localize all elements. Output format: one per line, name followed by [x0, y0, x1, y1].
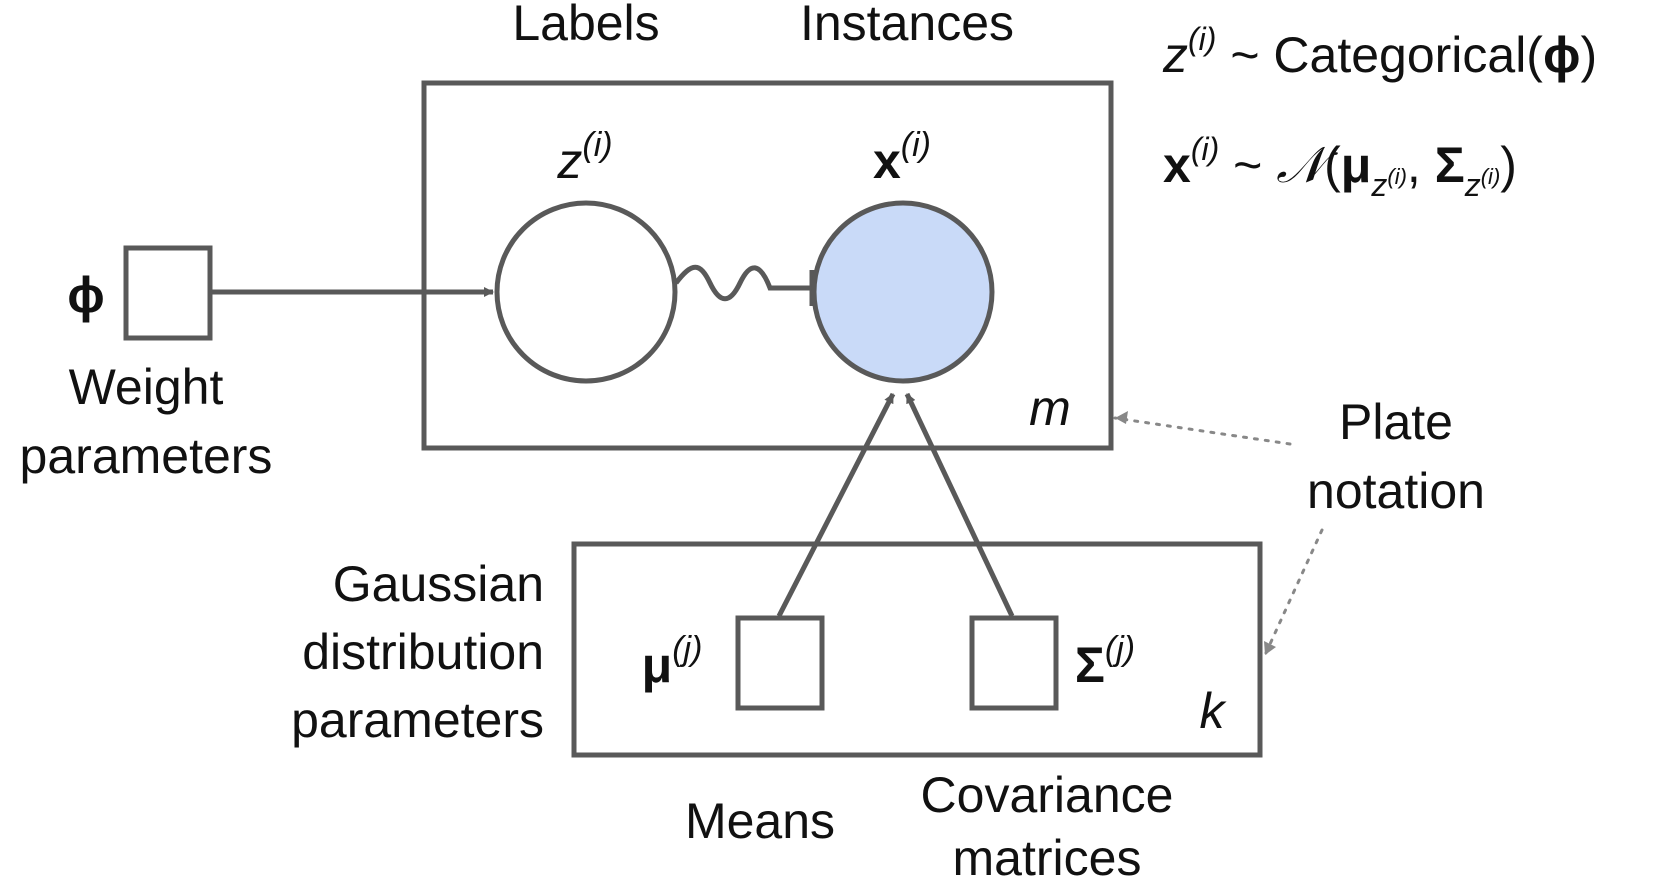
plate-pointer-k-head: [1264, 641, 1276, 655]
plate-m: [421, 80, 1114, 451]
sigma-to-x-arrow: [904, 392, 1015, 618]
equation-z-categorical: z(i) ~ Categorical(ϕ): [1162, 21, 1597, 83]
z-label: z(i): [556, 126, 612, 189]
equation-x-normal: x(i) ~ 𝒩(μz(i), Σz(i)): [1163, 131, 1517, 203]
plate-pointer-m-head: [1115, 411, 1128, 424]
instances-header: Instances: [800, 0, 1014, 51]
weight-label-line2: parameters: [20, 428, 273, 484]
z-node: [494, 200, 678, 384]
plate-k: [571, 541, 1263, 758]
plate-k-label: k: [1200, 683, 1228, 739]
sigma-label: Σ(j): [1075, 630, 1135, 693]
phi-label: ϕ: [67, 267, 104, 323]
labels-header: Labels: [512, 0, 659, 51]
x-node: [811, 200, 995, 384]
gaussian-label-line3: parameters: [291, 692, 544, 748]
z-to-x-squiggle: [674, 264, 812, 302]
weight-label-line1: Weight: [69, 359, 224, 415]
plate-pointer-to-k: [1263, 528, 1324, 657]
plate-notation-line2: notation: [1307, 463, 1485, 519]
plate-notation-line1: Plate: [1339, 394, 1453, 450]
mu-node: [735, 615, 825, 711]
covariance-label-line2: matrices: [953, 830, 1142, 883]
means-label: Means: [685, 793, 835, 849]
mu-to-x-arrow: [776, 392, 896, 618]
mu-label: μ(j): [642, 630, 703, 693]
sigma-node: [969, 615, 1059, 711]
plate-pointer-to-m: [1113, 416, 1292, 446]
x-label: x(i): [873, 126, 931, 189]
gaussian-label-line1: Gaussian: [333, 556, 544, 612]
covariance-label-line1: Covariance: [921, 767, 1174, 823]
phi-node: [123, 245, 213, 341]
plate-m-label: m: [1029, 380, 1071, 436]
gaussian-label-line2: distribution: [302, 624, 544, 680]
